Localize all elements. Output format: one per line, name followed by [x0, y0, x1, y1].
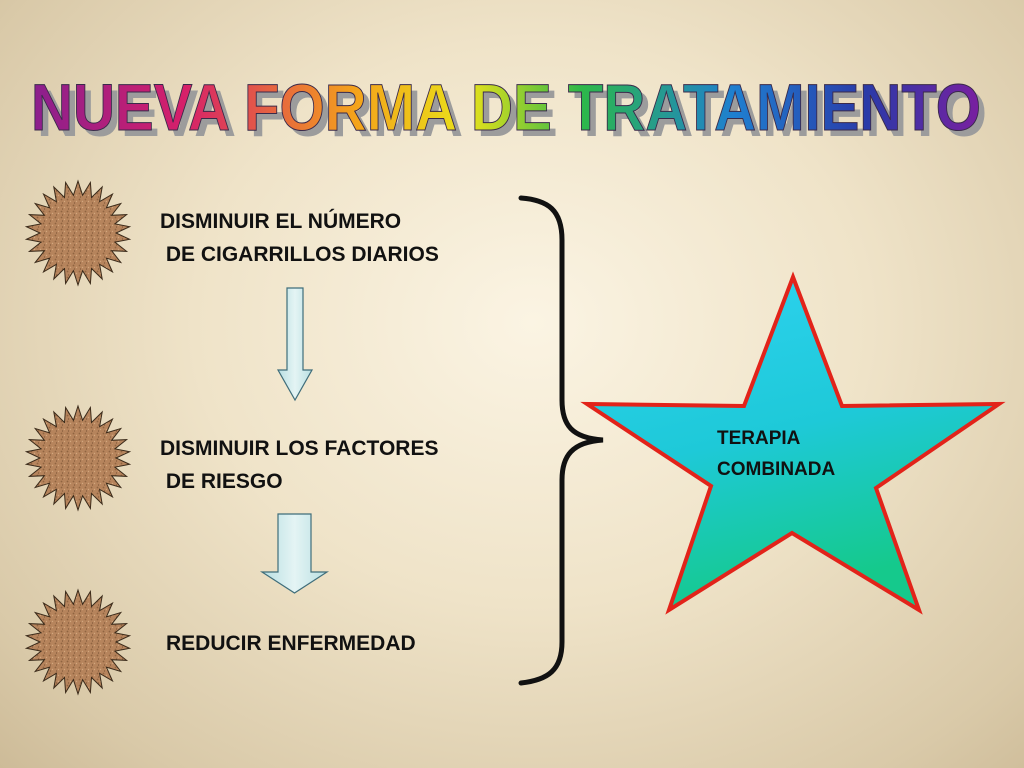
step-1-line-2: DE CIGARRILLOS DIARIOS — [160, 243, 439, 266]
step-2-line-1: DISMINUIR LOS FACTORES — [160, 437, 438, 460]
step-2: DISMINUIR LOS FACTORES DE RIESGO — [160, 437, 438, 493]
star-label-line-1: TERAPIA — [717, 428, 801, 449]
down-arrow-icon — [259, 513, 330, 594]
star-icon — [580, 271, 1006, 615]
burst-icon — [24, 179, 132, 287]
step-3-line-1: REDUCIR ENFERMEDAD — [166, 632, 416, 655]
slide-title-shadow: NUEVA FORMA DE TRATAMIENTO — [37, 76, 987, 150]
burst-icon — [24, 404, 132, 512]
down-arrow-icon — [276, 287, 314, 402]
step-3: REDUCIR ENFERMEDAD — [166, 632, 416, 655]
step-1: DISMINUIR EL NÚMERO DE CIGARRILLOS DIARI… — [160, 209, 439, 266]
step-1-line-1: DISMINUIR EL NÚMERO — [160, 209, 401, 233]
slide-title-text: NUEVA FORMA DE TRATAMIENTO — [31, 70, 981, 144]
curly-brace — [518, 195, 604, 686]
step-2-line-2: DE RIESGO — [160, 470, 283, 493]
burst-icon — [24, 588, 132, 696]
slide-title: NUEVA FORMA DE TRATAMIENTO NUEVA FORMA D… — [31, 70, 988, 151]
star-label-line-2: COMBINADA — [717, 459, 835, 480]
star-label: TERAPIA COMBINADA — [717, 428, 835, 480]
